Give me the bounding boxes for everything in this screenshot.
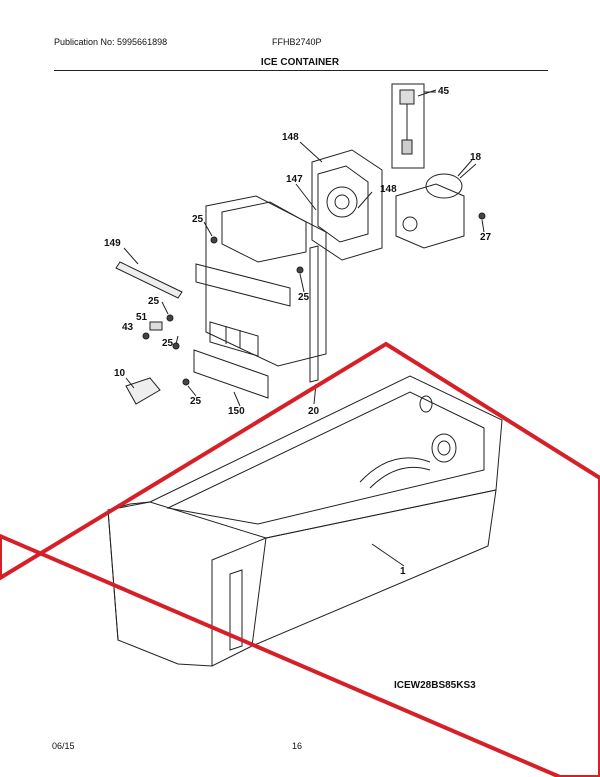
callout-25-c: 25: [148, 296, 160, 307]
callout-10: 10: [114, 368, 126, 379]
part-20-rail: [309, 245, 319, 383]
callout-25-d: 25: [162, 338, 174, 349]
publication-number: Publication No: 5995661898: [54, 37, 168, 47]
part-150-bar: [193, 349, 269, 399]
header-divider: [54, 70, 548, 71]
part-45-switch-icon: [399, 89, 415, 105]
diagram-code: ICEW28BS85KS3: [394, 680, 476, 691]
section-title: ICE CONTAINER: [260, 57, 340, 68]
callout-45: 45: [438, 86, 450, 97]
ice-maker-housing: [205, 195, 327, 367]
part-18-motor: [395, 183, 465, 249]
callout-150: 150: [228, 406, 245, 417]
part-148-frame: [311, 149, 383, 261]
callout-149: 149: [104, 238, 121, 249]
highlight-outline: [0, 341, 600, 777]
screw-25-icon: [210, 236, 218, 244]
footer-page-number: 16: [292, 741, 303, 751]
callout-148: 148: [282, 132, 299, 143]
part-45-inset-box: [391, 83, 425, 169]
part-1-ice-bin: [107, 375, 503, 667]
model-number: FFHB2740P: [272, 37, 322, 47]
footer-date: 06/15: [52, 741, 75, 751]
callout-18: 18: [470, 152, 482, 163]
callout-147: 147: [286, 174, 303, 185]
part-10-handle: [125, 377, 161, 405]
callout-25-a: 25: [192, 214, 204, 225]
part-149-strip: [115, 261, 183, 299]
callout-1: 1: [400, 566, 406, 577]
callout-25-e: 25: [190, 396, 202, 407]
part-51-clip: [149, 321, 163, 331]
callout-51: 51: [136, 312, 148, 323]
callout-43: 43: [122, 322, 134, 333]
callout-148-b: 148: [380, 184, 397, 195]
callout-25-b: 25: [298, 292, 310, 303]
callout-20: 20: [308, 406, 320, 417]
callout-27: 27: [480, 232, 492, 243]
